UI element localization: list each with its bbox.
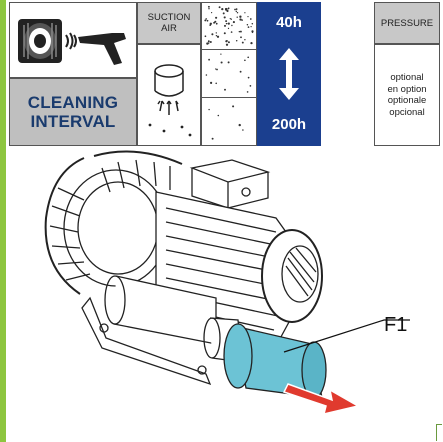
maintenance-header-table: CLEANING INTERVAL SUCTION AIR xyxy=(6,0,443,148)
interval-range-column: 40h 200h xyxy=(257,2,321,146)
removal-arrow-icon xyxy=(282,383,361,416)
suction-air-header: SUCTION AIR xyxy=(137,2,201,44)
title-line-2: INTERVAL xyxy=(30,112,116,131)
air-gun-icon xyxy=(78,33,126,65)
cleaning-icons-cell xyxy=(9,2,137,78)
corner-mark xyxy=(436,424,442,441)
low-dust-icon xyxy=(208,105,244,140)
dust-divider xyxy=(202,49,256,50)
title-line-1: CLEANING xyxy=(27,93,119,112)
filter-f1 xyxy=(223,323,327,399)
side-accent-bar xyxy=(0,0,6,442)
pressure-header: PRESSURE xyxy=(374,2,440,44)
option-en: optional xyxy=(390,72,424,83)
suction-intake-icon xyxy=(137,44,201,146)
medium-dust-icon xyxy=(205,53,252,93)
callout-line xyxy=(283,319,410,353)
cleaning-interval-title: CLEANING INTERVAL xyxy=(9,78,137,146)
pressure-options: optional en option optionale opcional xyxy=(374,44,440,146)
pressure-label: PRESSURE xyxy=(380,17,434,29)
side-channel-blower-illustration xyxy=(44,150,410,416)
interval-min: 40h xyxy=(276,14,302,31)
dust-divider xyxy=(202,97,256,98)
option-es: opcional xyxy=(389,106,425,118)
air-blast-icon xyxy=(65,32,77,50)
suction-label-2: AIR xyxy=(161,23,177,34)
dust-level-column xyxy=(201,2,257,146)
f1-callout-label: F1 xyxy=(384,314,408,336)
suction-label-1: SUCTION xyxy=(147,12,191,23)
interval-max: 200h xyxy=(271,116,307,133)
filter-cartridge-icon xyxy=(18,19,62,63)
double-arrow-icon xyxy=(279,48,299,100)
option-fr: en option xyxy=(387,83,427,95)
high-dust-icon xyxy=(204,5,254,46)
option-de: optionale xyxy=(387,95,427,106)
